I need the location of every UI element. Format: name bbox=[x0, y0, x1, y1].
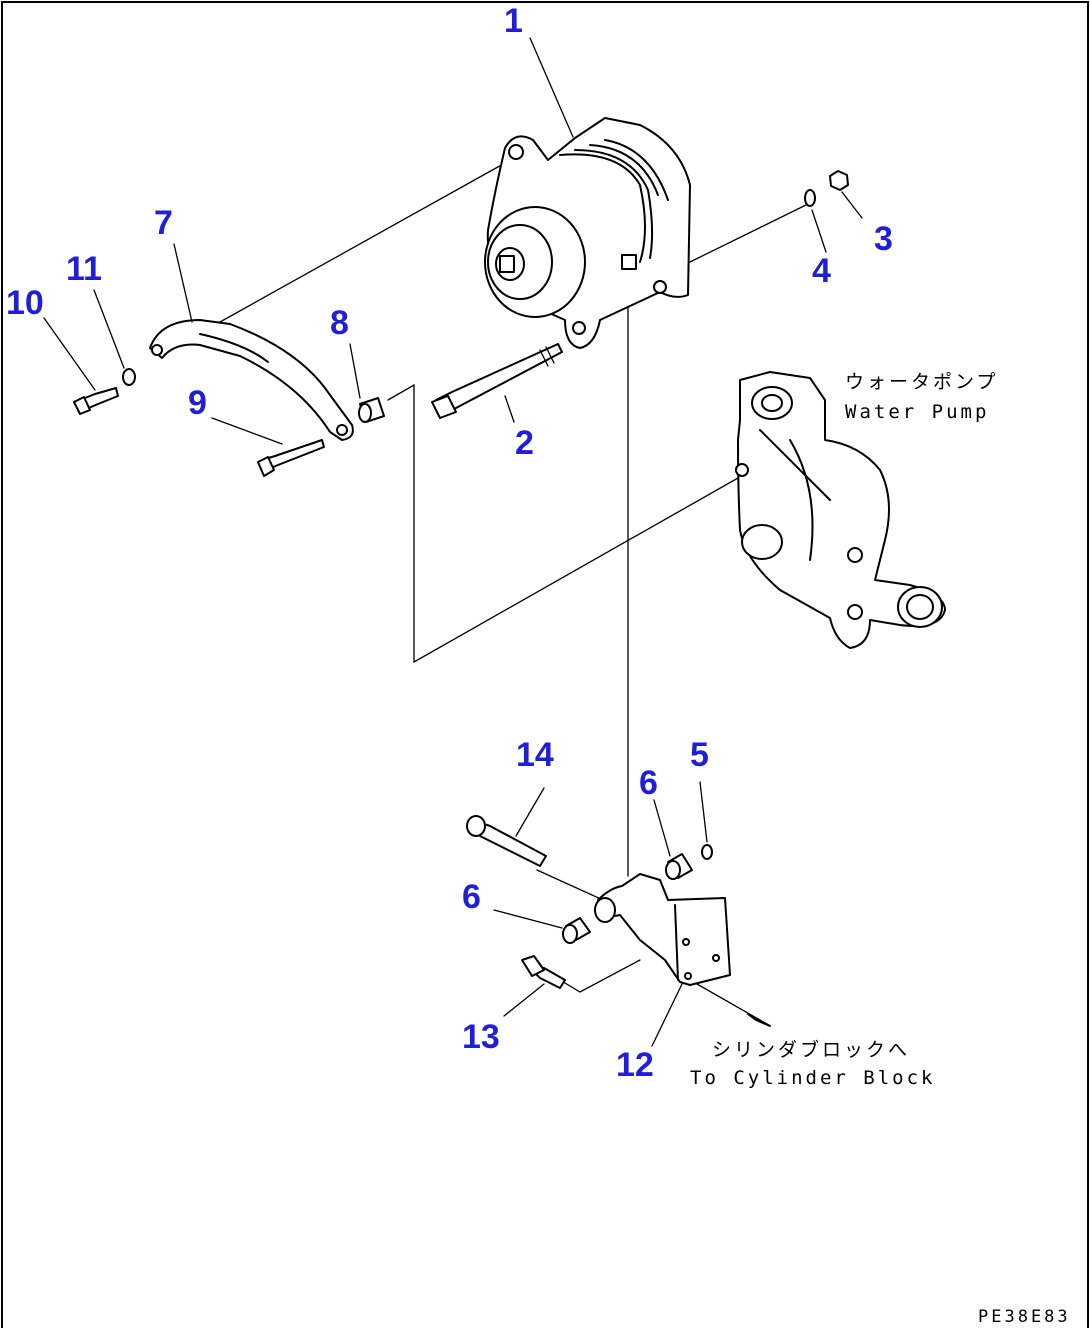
callout-6-upper: 6 bbox=[639, 764, 658, 802]
callout-9: 9 bbox=[188, 384, 207, 422]
bracket-12 bbox=[594, 873, 731, 986]
callout-6-lower: 6 bbox=[462, 878, 481, 916]
notes: ウォータポンプ Water Pump シリンダブロックへ To Cylinder… bbox=[690, 371, 1071, 1327]
callout-1: 1 bbox=[504, 2, 523, 40]
alternator bbox=[484, 117, 691, 349]
callout-4: 4 bbox=[812, 252, 831, 290]
spacer-6-upper bbox=[665, 853, 693, 880]
assembly-lines bbox=[219, 162, 807, 1021]
drawing-code: PE38E83 bbox=[978, 1307, 1071, 1327]
water-pump-label-en: Water Pump bbox=[845, 401, 989, 423]
bolt-13 bbox=[521, 955, 566, 989]
cylinder-block-arrow bbox=[747, 1013, 771, 1027]
water-pump-label-jp: ウォータポンプ bbox=[845, 371, 998, 393]
spacer-6-lower bbox=[562, 917, 591, 944]
water-pump bbox=[735, 371, 946, 649]
washer-5 bbox=[701, 844, 713, 860]
bolt-9 bbox=[257, 439, 325, 477]
washer-4 bbox=[804, 189, 816, 207]
callout-3: 3 bbox=[874, 220, 893, 258]
leader-lines bbox=[43, 37, 863, 1047]
callout-2: 2 bbox=[515, 424, 534, 462]
callout-13: 13 bbox=[462, 1018, 500, 1056]
cylinder-block-label-jp: シリンダブロックへ bbox=[712, 1038, 910, 1061]
callout-8: 8 bbox=[330, 304, 349, 342]
callout-11: 11 bbox=[66, 250, 102, 288]
callout-7: 7 bbox=[154, 204, 173, 242]
bolt-14 bbox=[466, 815, 547, 867]
callout-10: 10 bbox=[6, 284, 44, 322]
bolt-10 bbox=[73, 387, 119, 415]
nut-3 bbox=[829, 170, 849, 191]
long-bolt-2 bbox=[431, 343, 563, 419]
washer-11 bbox=[122, 368, 136, 386]
callouts: 1 2 3 4 5 6 6 7 8 9 10 11 12 13 14 bbox=[6, 2, 893, 1084]
callout-5: 5 bbox=[690, 736, 709, 774]
callout-14: 14 bbox=[516, 736, 554, 774]
cylinder-block-label-en: To Cylinder Block bbox=[690, 1067, 935, 1089]
adjust-plate-7 bbox=[149, 319, 354, 441]
callout-12: 12 bbox=[616, 1046, 654, 1084]
spacer-8 bbox=[358, 397, 385, 423]
